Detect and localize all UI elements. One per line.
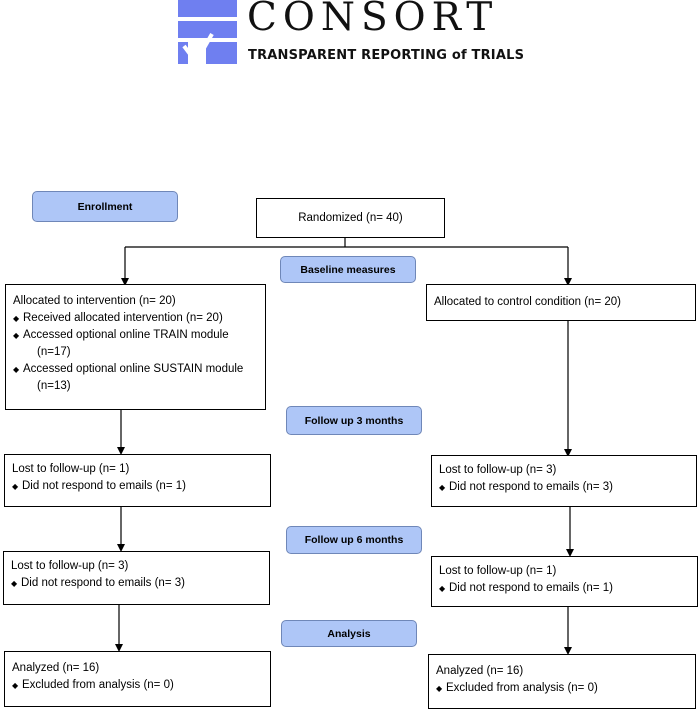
consort-logo-icon: [178, 0, 237, 64]
bullet-text: Received allocated intervention (n= 20): [23, 312, 223, 324]
list-item: ◆ Excluded from analysis (n= 0): [436, 680, 688, 697]
bullet-text: Did not respond to emails (n= 3): [449, 481, 613, 493]
list-item: ◆ Did not respond to emails (n= 1): [12, 478, 263, 495]
intervention-lost-6-box: Lost to follow-up (n= 3) ◆ Did not respo…: [3, 551, 270, 605]
bullet-text: Did not respond to emails (n= 1): [22, 480, 186, 492]
list-item-continued: (n=13): [13, 378, 258, 395]
list-item: ◆ Accessed optional online TRAIN module: [13, 327, 258, 344]
intervention-allocated-box: Allocated to intervention (n= 20) ◆ Rece…: [5, 284, 266, 410]
bullet-icon: ◆: [436, 684, 443, 693]
intervention-analyzed-title: Analyzed (n= 16): [12, 662, 100, 674]
bullet-icon: ◆: [13, 331, 20, 340]
bullet-text: Did not respond to emails (n= 1): [449, 582, 613, 594]
intervention-analyzed-box: Analyzed (n= 16) ◆ Excluded from analysi…: [4, 651, 271, 707]
bullet-text: Excluded from analysis (n= 0): [446, 682, 598, 694]
stage-enrollment: Enrollment: [32, 191, 178, 222]
list-item: ◆ Did not respond to emails (n= 3): [439, 479, 689, 496]
bullet-text: Accessed optional online SUSTAIN module: [23, 363, 244, 375]
bullet-text: Accessed optional online TRAIN module: [23, 329, 229, 341]
bullet-icon: ◆: [12, 681, 19, 690]
bullet-text: Excluded from analysis (n= 0): [22, 679, 174, 691]
list-item-continued: (n=17): [13, 344, 258, 361]
bullet-text-continued: (n=17): [37, 346, 71, 358]
consort-subtitle: TRANSPARENT REPORTING of TRIALS: [248, 48, 525, 63]
list-item: ◆ Accessed optional online SUSTAIN modul…: [13, 361, 258, 378]
control-allocated-box: Allocated to control condition (n= 20): [426, 284, 696, 321]
control-lost-6-box: Lost to follow-up (n= 1) ◆ Did not respo…: [431, 556, 698, 607]
intervention-lost-3-title: Lost to follow-up (n= 1): [12, 463, 130, 475]
stage-analysis: Analysis: [281, 620, 417, 647]
bullet-icon: ◆: [13, 314, 20, 323]
intervention-allocated-title: Allocated to intervention (n= 20): [13, 295, 176, 307]
control-allocated-title: Allocated to control condition (n= 20): [434, 296, 621, 308]
bullet-text-continued: (n=13): [37, 380, 71, 392]
bullet-icon: ◆: [439, 483, 446, 492]
stage-follow-up-3-months: Follow up 3 months: [286, 406, 422, 435]
randomized-box: Randomized (n= 40): [256, 198, 445, 238]
bullet-text: Did not respond to emails (n= 3): [21, 577, 185, 589]
intervention-lost-3-box: Lost to follow-up (n= 1) ◆ Did not respo…: [4, 454, 271, 507]
consort-title: CONSORT: [247, 0, 499, 40]
control-lost-3-title: Lost to follow-up (n= 3): [439, 464, 557, 476]
bullet-icon: ◆: [12, 482, 19, 491]
bullet-icon: ◆: [439, 584, 446, 593]
control-lost-6-title: Lost to follow-up (n= 1): [439, 565, 557, 577]
bullet-icon: ◆: [11, 579, 18, 588]
control-lost-3-box: Lost to follow-up (n= 3) ◆ Did not respo…: [431, 455, 697, 507]
control-analyzed-title: Analyzed (n= 16): [436, 665, 524, 677]
control-analyzed-box: Analyzed (n= 16) ◆ Excluded from analysi…: [428, 654, 696, 709]
list-item: ◆ Received allocated intervention (n= 20…: [13, 310, 258, 327]
list-item: ◆ Excluded from analysis (n= 0): [12, 677, 263, 694]
bullet-icon: ◆: [13, 365, 20, 374]
stage-follow-up-6-months: Follow up 6 months: [286, 526, 422, 554]
randomized-label: Randomized (n= 40): [298, 211, 403, 224]
list-item: ◆ Did not respond to emails (n= 3): [11, 575, 262, 592]
stage-baseline-measures: Baseline measures: [280, 256, 416, 283]
list-item: ◆ Did not respond to emails (n= 1): [439, 580, 690, 597]
intervention-lost-6-title: Lost to follow-up (n= 3): [11, 560, 129, 572]
